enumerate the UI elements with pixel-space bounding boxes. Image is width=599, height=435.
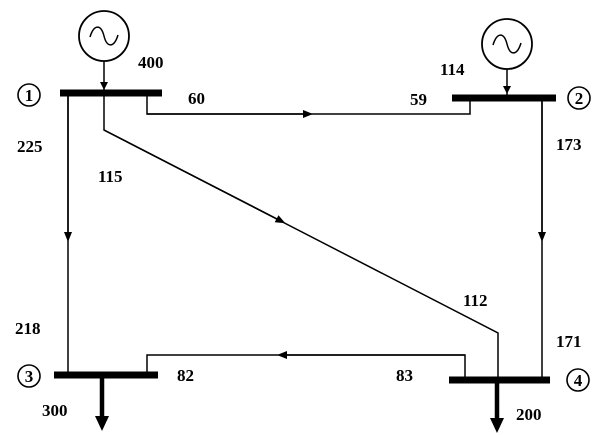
line-1-3-flow-from: 225 [17,137,43,156]
generator-2-arrow-icon [503,86,511,94]
line-2-4-flow-to: 171 [556,332,582,351]
line-4-3: 83 82 [146,351,466,385]
line-1-4-arrow-icon [103,129,286,224]
line-1-3: 225 218 [15,93,72,375]
svg-text:2: 2 [575,89,584,108]
arrow-down-icon [95,416,109,431]
bus-label-4: 4 [566,368,590,392]
load-3: 300 [42,375,109,431]
line-1-4-flow-from: 115 [98,167,123,186]
generator-1-output: 400 [138,53,164,72]
line-1-2: 60 59 [146,89,471,118]
arrow-down-icon [490,418,504,433]
sine-wave-icon [492,34,522,54]
bus-label-1: 1 [17,83,41,107]
load-3-value: 300 [42,401,68,420]
line-1-4-flow-to: 112 [463,291,488,310]
line-1-4: 115 112 [98,93,499,380]
bus-label-2: 2 [567,86,591,110]
load-4-value: 200 [516,405,542,424]
generator-2: 114 [440,18,533,95]
line-1-2-flow-to: 59 [410,90,427,109]
line-4-3-flow-to: 82 [177,366,194,385]
line-1-3-flow-to: 218 [15,319,41,338]
svg-text:4: 4 [574,371,583,390]
line-2-4: 173 171 [538,98,582,380]
svg-text:3: 3 [25,367,34,386]
bus-label-3: 3 [17,364,41,388]
line-1-4-path [103,93,499,380]
line-4-3-path [146,354,466,380]
sine-wave-icon [89,26,119,46]
load-4: 200 [490,380,542,433]
line-2-4-flow-from: 173 [556,135,582,154]
line-1-2-flow-from: 60 [188,89,205,108]
generator-1: 400 [78,10,164,92]
line-4-3-flow-from: 83 [396,366,413,385]
svg-text:1: 1 [25,86,34,105]
generator-2-output: 114 [440,60,465,79]
generator-1-arrow-icon [100,82,108,90]
